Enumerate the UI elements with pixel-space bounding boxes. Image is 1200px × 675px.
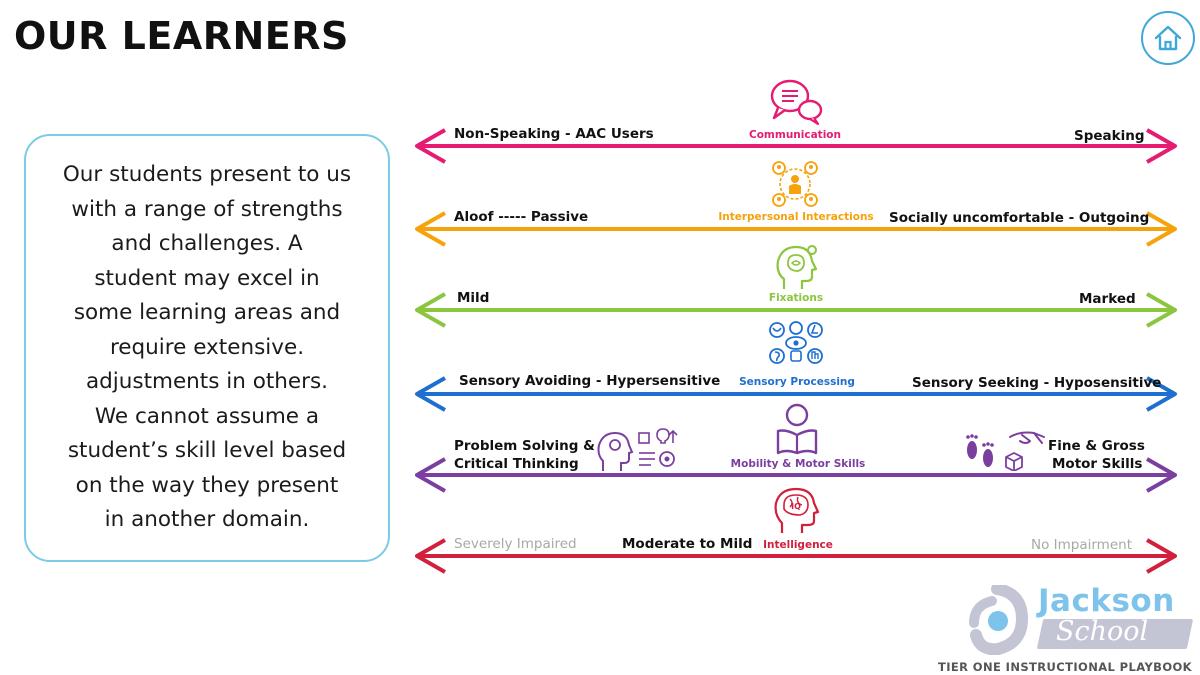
double-arrow-intelligence (415, 538, 1177, 574)
jackson-school-logo: Jackson School (958, 583, 1198, 675)
fixations-right-label: Marked (1079, 291, 1136, 307)
mobility-left-label-line2: Critical Thinking (454, 456, 579, 472)
description-text: Our students present to us with a range … (63, 158, 351, 538)
double-arrow-interpersonal (415, 211, 1177, 247)
double-arrow-mobility (415, 457, 1177, 493)
hand-box-icon (1005, 431, 1045, 471)
home-button[interactable] (1141, 11, 1195, 65)
speech-bubbles-icon (770, 79, 823, 126)
description-line: adjustments in others. (85, 369, 329, 395)
interpersonal-right-label: Socially uncomfortable - Outgoing (889, 210, 1150, 226)
sensory-title: Sensory Processing (739, 376, 855, 388)
intelligence-title: Intelligence (763, 539, 833, 551)
intelligence-left-label: Severely Impaired (454, 536, 577, 552)
logo-mark-icon (969, 585, 1029, 655)
double-arrow-fixations (415, 292, 1177, 328)
communication-right-label: Speaking (1074, 128, 1145, 144)
reading-person-icon (776, 403, 818, 455)
problem-solving-icon (597, 428, 678, 471)
page-title: OUR LEARNERS (14, 14, 349, 58)
fixations-title: Fixations (768, 292, 824, 304)
footprints-icon (966, 434, 994, 467)
description-line: student may excel in (94, 265, 320, 291)
description-line: student’s skill level based (67, 438, 347, 464)
people-network-icon (772, 161, 818, 207)
description-line: and challenges. A (111, 231, 303, 257)
intelligence-right-label: No Impairment (1031, 537, 1132, 553)
fixations-left-label: Mild (457, 290, 490, 306)
home-icon (1154, 25, 1182, 51)
mobility-right-label: Fine & Gross (1048, 438, 1145, 454)
iq-head-icon: IQ (774, 487, 820, 533)
sensory-right-label: Sensory Seeking - Hyposensitive (912, 375, 1162, 391)
description-line: Our students present to us (62, 162, 352, 188)
svg-text:IQ: IQ (791, 502, 801, 511)
mobility-left-label: Problem Solving & (454, 438, 595, 454)
description-line: on the way they present (75, 472, 339, 498)
intelligence-mid-label: Moderate to Mild (622, 536, 753, 552)
description-line: require extensive. (109, 334, 305, 360)
double-arrow-sensory (415, 376, 1177, 412)
sensory-left-label: Sensory Avoiding - Hypersensitive (459, 373, 721, 389)
description-box: Our students present to us with a range … (24, 134, 390, 562)
communication-title: Communication (749, 129, 841, 141)
communication-left-label: Non-Speaking - AAC Users (454, 126, 654, 142)
logo-school-text: School (1056, 616, 1149, 647)
mobility-title: Mobility & Motor Skills (730, 458, 866, 470)
double-arrow-communication (415, 128, 1177, 164)
footer-playbook: TIER ONE INSTRUCTIONAL PLAYBOOK (937, 660, 1192, 674)
description-line: We cannot assume a (94, 403, 320, 429)
interpersonal-title: Interpersonal Interactions (718, 211, 874, 223)
senses-icon (769, 321, 823, 364)
logo-jackson-text: Jackson (1038, 583, 1175, 619)
interpersonal-left-label: Aloof ----- Passive (454, 209, 589, 225)
description-line: with a range of strengths (71, 196, 343, 222)
description-line: some learning areas and (73, 300, 341, 326)
description-line: in another domain. (104, 507, 310, 533)
mobility-right-label-line2: Motor Skills (1052, 456, 1143, 472)
head-gear-icon (776, 245, 818, 289)
